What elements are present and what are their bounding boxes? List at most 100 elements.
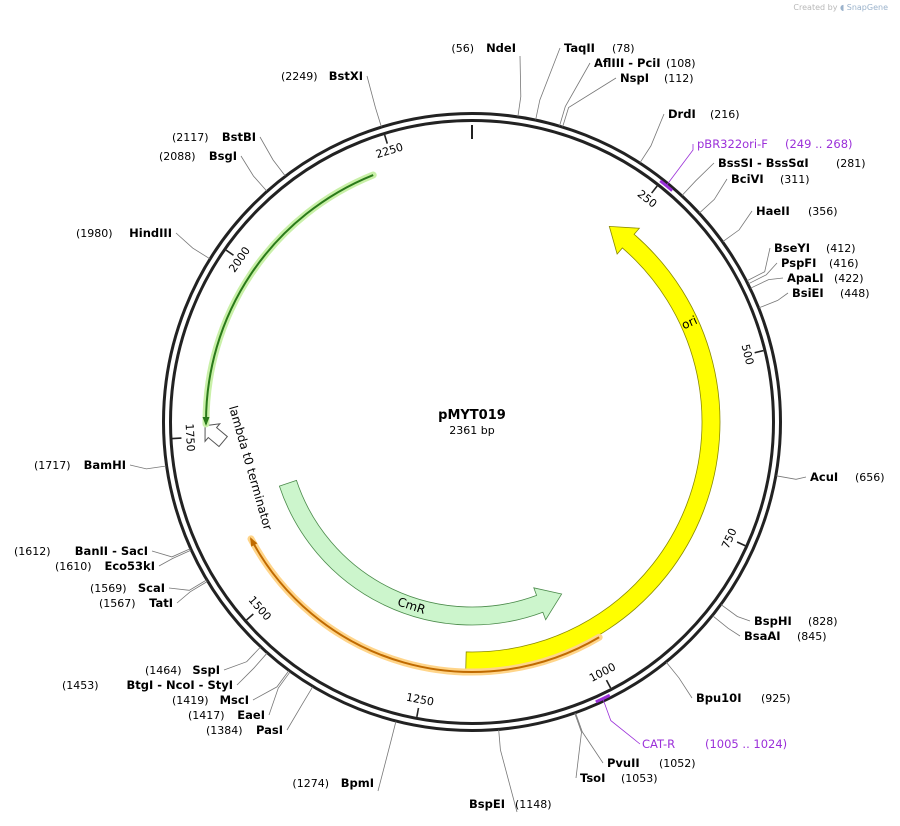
enzyme-leader — [236, 652, 268, 686]
enzyme-leader — [366, 75, 382, 127]
enzyme-position: (112) — [664, 72, 694, 85]
primer-cat-r: CAT-R (1005 .. 1024) — [595, 693, 787, 751]
feature-green-line — [202, 171, 377, 428]
tick-mark — [416, 707, 420, 718]
enzyme-name: NdeI — [486, 41, 516, 55]
enzyme-position: (2088) — [159, 150, 196, 163]
enzyme-position: (1148) — [515, 798, 552, 811]
enzyme-name: BanII - SacI — [75, 544, 148, 558]
enzyme-site: BpmI (1274) — [292, 721, 397, 792]
enzyme-position: (416) — [829, 257, 859, 270]
enzyme-name: Bpu10I — [696, 691, 741, 705]
tick-label: 2250 — [374, 140, 405, 161]
enzyme-position: (1384) — [206, 724, 243, 737]
enzyme-name: BssSI - BssSαI — [718, 156, 809, 170]
primer-range: (1005 .. 1024) — [705, 737, 787, 751]
enzyme-position: (1453) — [62, 679, 99, 692]
enzyme-leader — [776, 475, 807, 480]
enzyme-leader — [559, 62, 591, 126]
orange-line-head — [250, 537, 258, 547]
tick-mark — [736, 541, 746, 547]
enzyme-name: SspI — [192, 663, 220, 677]
enzyme-leader — [158, 549, 191, 567]
credit-prefix: Created by — [793, 3, 838, 12]
orange-line-path — [250, 538, 600, 673]
tick-label: 1250 — [405, 691, 435, 709]
feature-cmr: CmR — [278, 479, 563, 626]
plasmid-size: 2361 bp — [449, 424, 494, 437]
tick-mark — [246, 613, 254, 621]
primer-pbr322ori-f: pBR322ori-F (249 .. 268) — [659, 137, 853, 192]
ori-arrow — [465, 225, 721, 671]
enzyme-name: HaeII — [756, 204, 790, 218]
tick-label: 1000 — [587, 660, 618, 684]
tick-mark — [605, 679, 612, 689]
enzyme-site: NspI (112) — [562, 71, 694, 127]
enzyme-name: BpmI — [341, 776, 374, 790]
terminator-label: lambda t0 terminator — [226, 404, 275, 532]
enzyme-position: (828) — [808, 615, 838, 628]
enzyme-leader — [168, 579, 207, 591]
enzyme-name: Eco53kI — [104, 559, 155, 573]
enzyme-position: (925) — [761, 692, 791, 705]
enzyme-site: BamHI(1717) — [34, 458, 167, 472]
enzyme-position: (1419) — [172, 694, 209, 707]
backbone-inner-ring — [169, 119, 775, 725]
enzyme-position: (1567) — [99, 597, 136, 610]
enzyme-position: (2117) — [172, 131, 209, 144]
enzyme-name: BspHI — [754, 614, 792, 628]
enzyme-name: HindIII — [129, 226, 172, 240]
enzyme-name: EaeI — [237, 708, 265, 722]
enzyme-site: BspHI (828) — [720, 604, 838, 628]
enzyme-position: (356) — [808, 205, 838, 218]
backbone-outer-ring — [162, 112, 782, 732]
enzyme-site: ScaI(1569) — [90, 579, 207, 595]
primer-leader — [602, 698, 641, 745]
enzyme-site: BspEI (1148) — [469, 729, 552, 813]
enzyme-name: TatI — [149, 596, 173, 610]
enzyme-position: (412) — [826, 242, 856, 255]
green-line-glow — [202, 171, 377, 428]
enzyme-site: BsiEI(448) — [758, 286, 870, 309]
enzyme-site: TsoI(1053) — [574, 713, 658, 785]
enzyme-leader — [268, 671, 291, 716]
enzyme-leader — [575, 712, 604, 764]
enzyme-site: SspI(1464) — [145, 646, 261, 677]
enzyme-leader — [665, 662, 693, 699]
enzyme-leader — [639, 113, 665, 163]
enzyme-name: PspFI — [781, 256, 816, 270]
enzyme-name: BtgI - NcoI - StyI — [126, 678, 233, 692]
enzyme-site: AflIII - PciI(108) — [559, 56, 696, 126]
enzyme-position: (1274) — [292, 777, 329, 790]
enzyme-position: (78) — [612, 42, 635, 55]
enzyme-position: (1980) — [76, 227, 113, 240]
enzyme-position: (311) — [780, 173, 810, 186]
enzyme-position: (422) — [834, 272, 864, 285]
enzyme-position: (56) — [451, 42, 474, 55]
primer-name: pBR322ori-F — [697, 137, 768, 151]
enzyme-leader — [535, 47, 561, 120]
enzyme-leader — [758, 292, 789, 309]
primer-range: (249 .. 268) — [785, 137, 853, 151]
enzyme-name: BspEI — [469, 797, 505, 811]
feature-ori: ori — [465, 225, 721, 671]
enzyme-name: BciVI — [731, 172, 764, 186]
cmr-arrow — [278, 479, 563, 626]
primer-leader — [665, 144, 694, 186]
enzyme-name: BstXI — [329, 69, 363, 83]
enzyme-site: BssSI - BssSαI(281) — [681, 156, 866, 196]
enzyme-site: BseYI(412) — [746, 241, 856, 282]
primer-name: CAT-R — [642, 737, 675, 751]
enzyme-leader — [720, 604, 751, 622]
enzyme-name: NspI — [620, 71, 649, 85]
enzyme-name: ApaLI — [787, 271, 824, 285]
enzyme-site: HindIII (1980) — [76, 226, 210, 260]
enzyme-leader — [129, 464, 167, 470]
enzyme-position: (1052) — [659, 757, 696, 770]
enzyme-leader — [377, 721, 397, 792]
enzyme-leader — [722, 210, 753, 242]
enzyme-leader — [252, 670, 290, 701]
enzyme-site: BanII - SacI(1612) — [14, 544, 191, 558]
primer-layer: pBR322ori-F (249 .. 268) CAT-R (1005 .. 102… — [595, 137, 853, 751]
